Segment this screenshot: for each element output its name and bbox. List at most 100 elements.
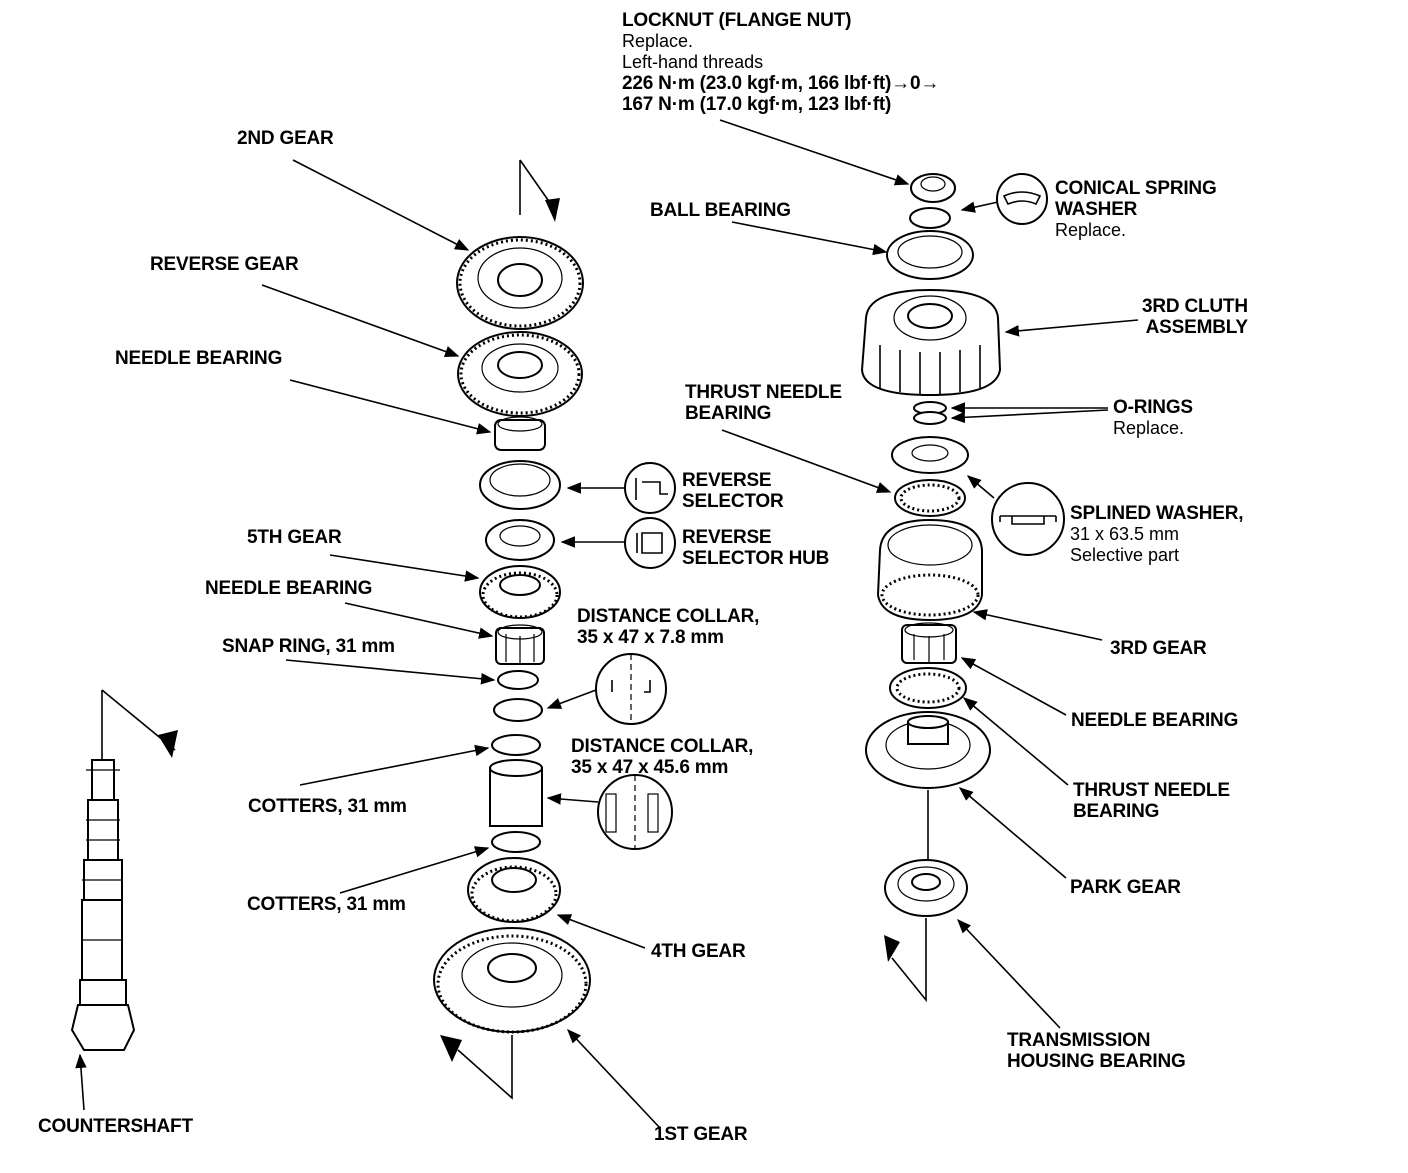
locknut-torque-final: 167 N·m (17.0 kgf·m, 123 lbf·ft) xyxy=(622,94,892,115)
thrust-needle-bearing-lower-line2: BEARING xyxy=(1073,801,1160,822)
first-gear-part xyxy=(433,927,591,1034)
second-gear-part xyxy=(456,236,584,330)
third-gear-label: 3RD GEAR xyxy=(1110,638,1207,659)
thrust-needle-bearing-upper-part xyxy=(894,479,966,517)
conical-spring-washer-line1: CONICAL SPRING xyxy=(1055,178,1217,199)
reverse-gear-label: REVERSE GEAR xyxy=(150,254,299,275)
distance-collar-long-label: DISTANCE COLLAR, 35 x 47 x 45.6 mm xyxy=(571,736,753,778)
needle-bearing-right-part xyxy=(901,622,957,664)
third-gear-text: 3RD GEAR xyxy=(1110,638,1207,659)
needle-bearing-upper-part xyxy=(494,416,546,451)
fifth-gear-label: 5TH GEAR xyxy=(247,527,342,548)
reverse-selector-line1: REVERSE xyxy=(682,470,772,491)
needle-bearing-middle-text: NEEDLE BEARING xyxy=(205,578,373,599)
locknut-note-replace: Replace. xyxy=(622,31,694,51)
needle-bearing-upper-text: NEEDLE BEARING xyxy=(115,348,283,369)
park-gear-label: PARK GEAR xyxy=(1070,877,1181,898)
splined-washer-line1: SPLINED WASHER, xyxy=(1070,503,1244,524)
first-gear-label: 1ST GEAR xyxy=(654,1124,748,1145)
cotters-lower-label: COTTERS, 31 mm xyxy=(247,894,406,915)
locknut-note-threads: Left-hand threads xyxy=(622,52,764,72)
reverse-gear-part xyxy=(457,331,583,417)
cotters-upper-text: COTTERS, 31 mm xyxy=(248,796,407,817)
third-clutch-assembly-part xyxy=(860,288,1002,397)
cotters-upper-part xyxy=(491,734,541,756)
left-assembly-axis-bottom xyxy=(440,1035,513,1100)
locknut-label: LOCKNUT (FLANGE NUT) Replace. Left-hand … xyxy=(622,10,939,115)
reverse-selector-hub-line2: SELECTOR HUB xyxy=(682,548,830,569)
locknut-title: LOCKNUT (FLANGE NUT) xyxy=(622,10,852,31)
splined-washer-label: SPLINED WASHER, 31 x 63.5 mm Selective p… xyxy=(1070,503,1244,566)
ball-bearing-label: BALL BEARING xyxy=(650,200,791,221)
locknut-torque-initial: 226 N·m (23.0 kgf·m, 166 lbf·ft)→0→ xyxy=(622,73,940,94)
left-leader-lines xyxy=(261,159,661,1129)
transmission-housing-bearing-line2: HOUSING BEARING xyxy=(1007,1051,1186,1072)
distance-collar-short-part xyxy=(493,698,543,722)
snap-ring-label: SNAP RING, 31 mm xyxy=(222,636,395,657)
o-rings-title: O-RINGS xyxy=(1113,397,1193,418)
reverse-selector-hub-line1: REVERSE xyxy=(682,527,772,548)
distance-collar-short-callout xyxy=(595,653,667,725)
conical-spring-washer-label: CONICAL SPRING WASHER Replace. xyxy=(1055,178,1217,241)
cotters-lower-text: COTTERS, 31 mm xyxy=(247,894,406,915)
splined-washer-part xyxy=(891,436,969,474)
left-assembly-axis xyxy=(519,159,560,222)
distance-collar-short-label: DISTANCE COLLAR, 35 x 47 x 7.8 mm xyxy=(577,606,759,648)
fifth-gear-text: 5TH GEAR xyxy=(247,527,342,548)
locknut-part xyxy=(910,173,956,203)
snap-ring-part xyxy=(497,670,539,690)
reverse-selector-hub-callout xyxy=(624,517,676,569)
countershaft-text: COUNTERSHAFT xyxy=(38,1116,193,1137)
thrust-needle-bearing-upper-line2: BEARING xyxy=(685,403,772,424)
third-clutch-label: 3RD CLUTH ASSEMBLY xyxy=(1142,296,1248,338)
reverse-selector-hub-part xyxy=(485,519,555,561)
third-gear-part xyxy=(876,518,983,622)
distance-collar-long-part xyxy=(489,759,543,827)
third-clutch-line2: ASSEMBLY xyxy=(1145,317,1248,338)
splined-washer-note: Selective part xyxy=(1070,545,1180,565)
splined-washer-callout xyxy=(991,482,1065,556)
fourth-gear-label: 4TH GEAR xyxy=(651,941,746,962)
needle-bearing-right-text: NEEDLE BEARING xyxy=(1071,710,1239,731)
thrust-needle-bearing-upper-line1: THRUST NEEDLE xyxy=(685,382,842,403)
ball-bearing-part xyxy=(886,230,974,280)
fifth-gear-part xyxy=(479,565,561,619)
second-gear-label: 2ND GEAR xyxy=(237,128,334,149)
distance-collar-long-line2: 35 x 47 x 45.6 mm xyxy=(571,757,729,778)
thrust-needle-bearing-upper-label: THRUST NEEDLE BEARING xyxy=(685,382,842,424)
fourth-gear-text: 4TH GEAR xyxy=(651,941,746,962)
countershaft-part xyxy=(70,689,178,1051)
o-rings-part xyxy=(913,401,947,425)
first-gear-text: 1ST GEAR xyxy=(654,1124,748,1145)
reverse-selector-label: REVERSE SELECTOR xyxy=(682,470,784,512)
distance-collar-long-line1: DISTANCE COLLAR, xyxy=(571,736,754,757)
snap-ring-text: SNAP RING, 31 mm xyxy=(222,636,395,657)
distance-collar-short-line2: 35 x 47 x 7.8 mm xyxy=(577,627,724,648)
fourth-gear-part xyxy=(467,857,561,923)
distance-collar-short-line1: DISTANCE COLLAR, xyxy=(577,606,760,627)
conical-spring-washer-note: Replace. xyxy=(1055,220,1127,240)
reverse-selector-line2: SELECTOR xyxy=(682,491,784,512)
reverse-selector-hub-label: REVERSE SELECTOR HUB xyxy=(682,527,829,569)
third-clutch-line1: 3RD CLUTH xyxy=(1142,296,1248,317)
right-leader-lines xyxy=(719,119,1139,1029)
reverse-selector-callout xyxy=(624,462,676,514)
reverse-gear-text: REVERSE GEAR xyxy=(150,254,299,275)
transmission-housing-bearing-line1: TRANSMISSION xyxy=(1007,1030,1151,1051)
ball-bearing-text: BALL BEARING xyxy=(650,200,791,221)
cotters-upper-label: COTTERS, 31 mm xyxy=(248,796,407,817)
conical-spring-washer-line2: WASHER xyxy=(1055,199,1138,220)
conical-spring-washer-part xyxy=(909,207,951,229)
distance-collar-long-callout xyxy=(597,774,673,850)
right-assembly-axis-bottom xyxy=(884,918,927,1003)
cotters-lower-part xyxy=(491,831,541,853)
o-rings-note: Replace. xyxy=(1113,418,1185,438)
transmission-housing-bearing-label: TRANSMISSION HOUSING BEARING xyxy=(1007,1030,1186,1072)
needle-bearing-middle-label: NEEDLE BEARING xyxy=(205,578,372,599)
reverse-selector-part xyxy=(479,460,561,510)
o-rings-label: O-RINGS Replace. xyxy=(1113,397,1193,439)
needle-bearing-upper-label: NEEDLE BEARING xyxy=(115,348,282,369)
needle-bearing-right-label: NEEDLE BEARING xyxy=(1071,710,1238,731)
